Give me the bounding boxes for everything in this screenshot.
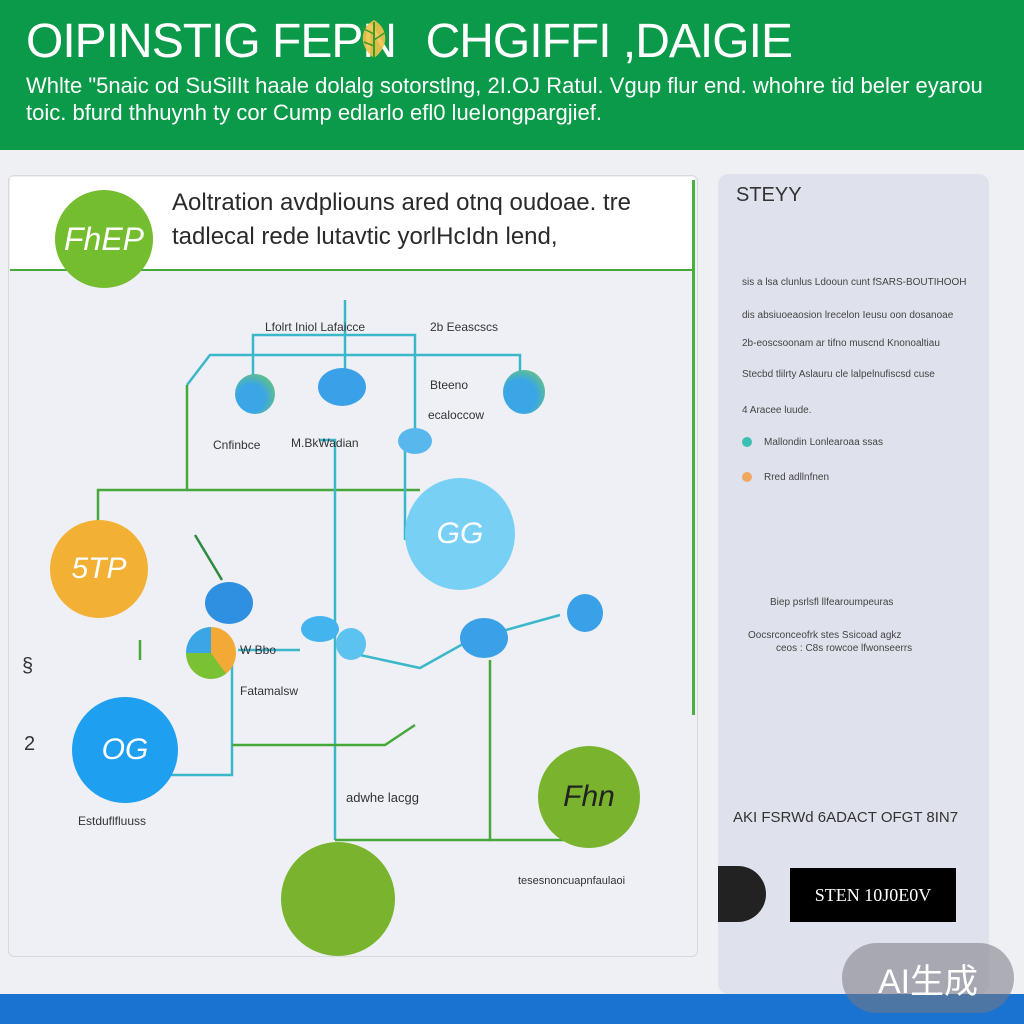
sidebar-note: ceos : C8s rowcoe lfwonseerrs <box>776 643 913 654</box>
page-title: OIPINSTIG FEPN CHGIFFI ,DAIGIE <box>26 15 793 68</box>
circle-green-bottom <box>281 842 395 956</box>
label-mbkwadian: M.BkWadian <box>291 436 359 450</box>
header-banner <box>0 0 1024 150</box>
node-top-left <box>235 374 275 414</box>
sidebar-panel <box>718 174 989 994</box>
leaf-icon <box>361 20 387 58</box>
label-abdwhe: adwhe lacgg <box>346 790 419 805</box>
legend-label: Rred adllnfnen <box>764 472 830 483</box>
circle-cyan-large: GG <box>405 478 515 590</box>
label-chfinbce: Cnfinbce <box>213 438 261 452</box>
card-accent-border <box>692 180 695 715</box>
sidebar-line: 2b-eoscsoonam ar tifno muscnd Knonoaltia… <box>742 338 940 349</box>
legend-heading: 4 Aracee luude. <box>742 405 812 416</box>
sidebar-line: Stecbd tlilrty Aslauru cle lalpelnufiscs… <box>742 369 935 380</box>
cta-button[interactable]: STEN 10J0E0V <box>790 868 956 922</box>
label-top-left: Lfolrt Iniol Lafaicce <box>265 320 366 334</box>
node-top-right <box>503 370 545 414</box>
circle-green-right: Fhn <box>538 746 640 848</box>
label-eshfluwa: Estduflfluuss <box>78 814 147 828</box>
intro-text: Aoltration avdpliouns ared otnq oudoae. … <box>172 189 631 250</box>
node-orange-green <box>186 627 236 679</box>
node-mid-small <box>398 428 432 454</box>
node-left-mid <box>205 582 253 624</box>
legend-item: Mallondin Lonlearoaa ssas <box>742 437 883 448</box>
sidebar-line: dis absiuoeaosion lrecelon Ieusu oon dos… <box>742 310 954 321</box>
label-margin-a: § <box>22 655 34 677</box>
node-center-b <box>336 628 366 660</box>
sidebar-note: Biep psrlsfl llfearoumpeuras <box>770 597 894 608</box>
legend-label: Mallondin Lonlearoaa ssas <box>764 437 883 448</box>
sidebar-line: sis a lsa clunlus Ldooun cunt fSARS-BOUT… <box>742 277 967 288</box>
label-fatamalsw: Fatamalsw <box>240 684 299 698</box>
avatar <box>718 866 766 922</box>
node-top-center <box>318 368 366 406</box>
sidebar-note: Oocsrconceofrk stes Ssicoad agkz <box>748 630 902 641</box>
sidebar-heading: AKI FSRWd 6ADACT OFGT 8IN7 <box>733 809 959 826</box>
label-top-right: 2b Eeascscs <box>430 320 499 334</box>
label-wbbo: W Bbo <box>240 643 277 657</box>
sidebar-title: STEYY <box>736 184 802 206</box>
circle-blue: OG <box>72 697 178 803</box>
node-center-a <box>301 616 339 642</box>
legend-swatch <box>742 437 752 448</box>
circle-orange: 5TP <box>50 520 148 618</box>
legend-item: Rred adllnfnen <box>742 472 829 483</box>
intro-badge: FhEP <box>55 190 153 288</box>
node-center-right <box>460 618 508 658</box>
page-subtitle: Whlte "5naic od SuSilIt haale dolalg sot… <box>26 73 983 125</box>
legend-swatch <box>742 472 752 483</box>
label-bottom-right: tesesnoncuapnfaulaoi <box>518 875 626 887</box>
node-far-right <box>567 594 603 632</box>
label-ecaloccow: ecaloccow <box>428 408 485 422</box>
label-bteeno: Bteeno <box>430 378 469 392</box>
label-margin-b: 2 <box>24 733 36 755</box>
ai-generated-watermark: AI生成 <box>842 943 1014 1013</box>
